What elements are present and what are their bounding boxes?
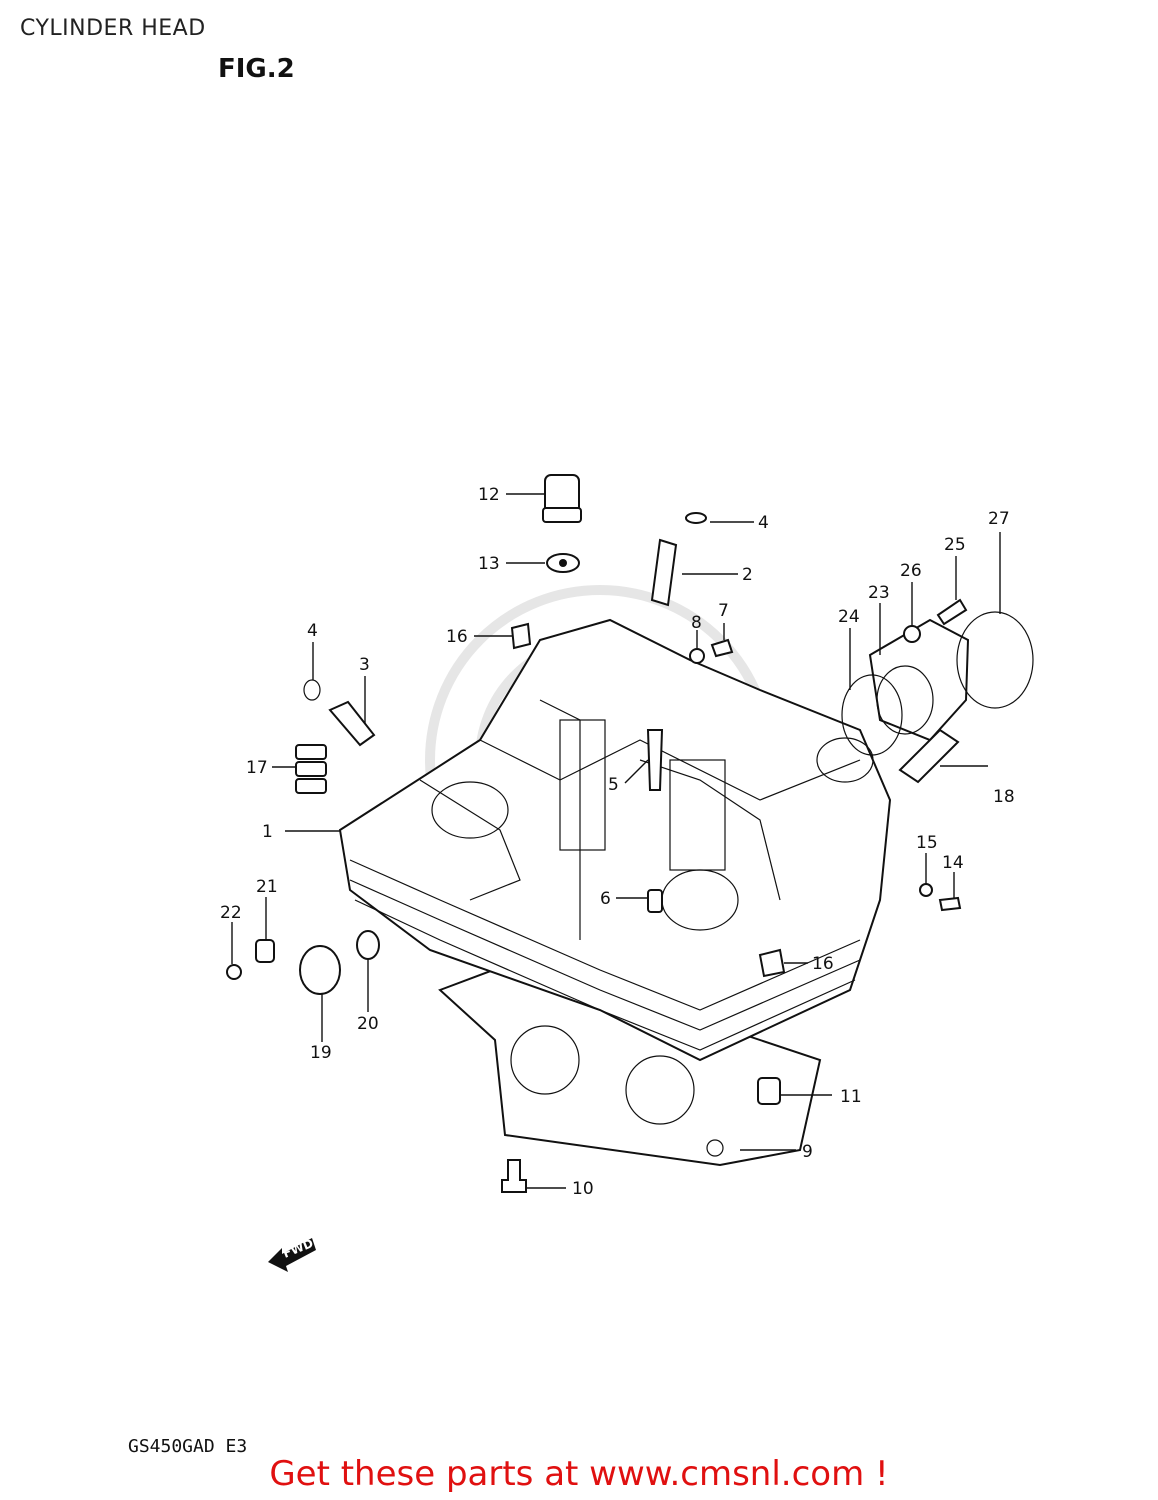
- part-15-washer: [919, 883, 933, 897]
- callout-27: 27: [988, 509, 1010, 529]
- callout-11: 11: [840, 1087, 862, 1107]
- callout-13: 13: [478, 554, 500, 574]
- callout-1: 1: [262, 822, 273, 842]
- figure-label: FIG.2: [218, 54, 295, 84]
- forward-arrow-icon: FWD: [268, 1236, 316, 1272]
- promo-link[interactable]: Get these parts at www.cmsnl.com !: [269, 1454, 889, 1494]
- callout-5: 5: [608, 775, 619, 795]
- part-5-bolt: [646, 729, 664, 791]
- callout-8: 8: [691, 613, 702, 633]
- callout-15: 15: [916, 833, 938, 853]
- part-10-bolt: [501, 1159, 527, 1193]
- callout-3: 3: [359, 655, 370, 675]
- part-25-screw: [936, 598, 968, 626]
- callout-9: 9: [802, 1142, 813, 1162]
- model-code: GS450GAD E3: [128, 1436, 248, 1457]
- callout-23: 23: [868, 583, 890, 603]
- part-4-clip-top: [685, 512, 707, 524]
- part-18-spark-plug: [898, 728, 960, 784]
- part-16-dowel-top: [510, 622, 532, 650]
- callout-14: 14: [942, 853, 964, 873]
- callout-2: 2: [742, 565, 753, 585]
- part-16-dowel-right: [758, 948, 786, 978]
- callout-4-top: 4: [758, 513, 769, 533]
- part-20-o-ring: [356, 930, 380, 960]
- callout-20: 20: [357, 1014, 379, 1034]
- callout-16-top: 16: [446, 627, 468, 647]
- cylinder-head-body: [338, 618, 892, 1062]
- part-6-dowel: [647, 889, 663, 913]
- callout-16-right: 16: [812, 954, 834, 974]
- part-3-guide: [328, 700, 376, 747]
- part-17-shim: [295, 744, 327, 794]
- part-26-washer: [903, 625, 921, 643]
- part-19-plug: [299, 945, 341, 995]
- part-21-nut: [255, 939, 275, 963]
- callout-labels: 12 13 4 2 16 4 3 17 1 7 8 24 23 26 25 27…: [220, 485, 1015, 1199]
- part-12-cap: [542, 474, 582, 523]
- callout-24: 24: [838, 607, 860, 627]
- leader-lines: [231, 493, 1001, 1189]
- callout-25: 25: [944, 535, 966, 555]
- part-11-dowel: [757, 1077, 781, 1105]
- part-22-screw: [226, 964, 242, 980]
- part-8-washer: [689, 648, 705, 664]
- part-24-o-ring: [841, 674, 903, 756]
- callout-17: 17: [246, 758, 268, 778]
- callout-19: 19: [310, 1043, 332, 1063]
- callout-7: 7: [718, 601, 729, 621]
- part-27-clamp: [956, 611, 1034, 709]
- callout-26: 26: [900, 561, 922, 581]
- part-7-bolt: [710, 638, 734, 658]
- part-4-clip-left: [303, 679, 321, 701]
- callout-22: 22: [220, 903, 242, 923]
- callout-4-left: 4: [307, 621, 318, 641]
- callout-12: 12: [478, 485, 500, 505]
- callout-6: 6: [600, 889, 611, 909]
- callout-21: 21: [256, 877, 278, 897]
- callout-10: 10: [572, 1179, 594, 1199]
- part-14-screw: [938, 896, 962, 912]
- callout-18: 18: [993, 787, 1015, 807]
- page-title: CYLINDER HEAD: [20, 16, 206, 41]
- part-23-intake-pipe: [868, 618, 970, 742]
- part-2-guide: [650, 538, 678, 607]
